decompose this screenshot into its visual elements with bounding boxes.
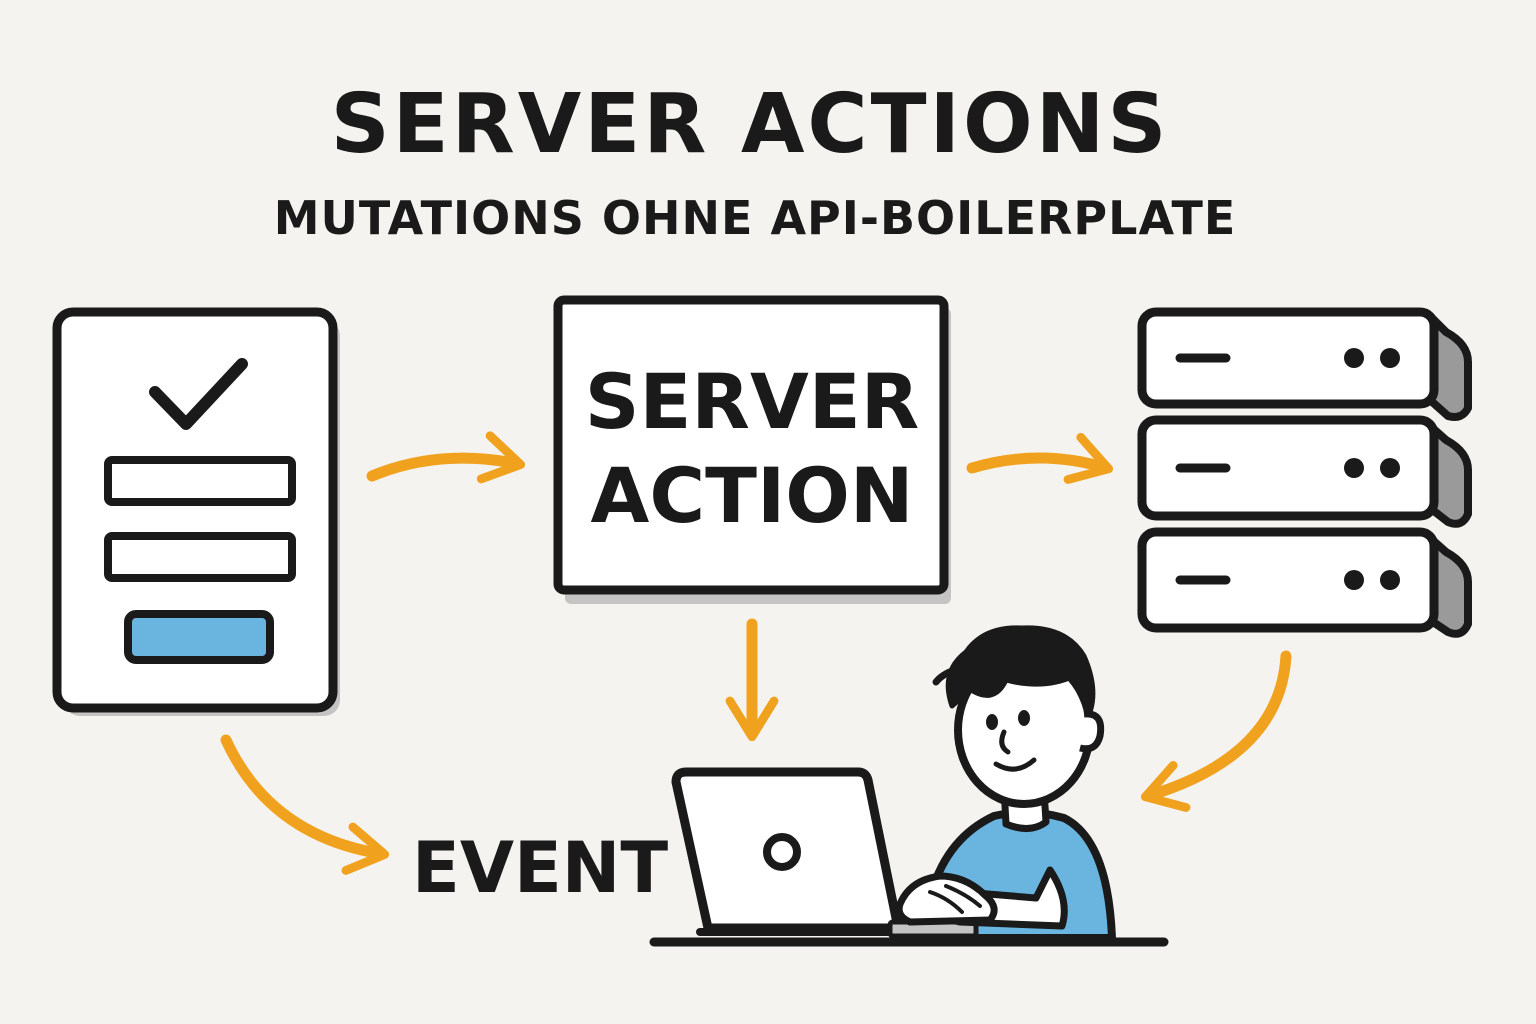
server-action-box: SERVER ACTION — [553, 295, 951, 604]
server-rack-icon — [1137, 307, 1472, 638]
form-input-field — [104, 532, 296, 582]
form-submit-button — [124, 610, 274, 664]
arrow-form-to-action — [366, 431, 526, 484]
server-unit — [1137, 307, 1472, 421]
server-unit — [1137, 415, 1472, 528]
laptop-logo — [763, 833, 801, 871]
server-action-label-line2: ACTION — [591, 451, 914, 540]
event-label: EVENT — [412, 827, 668, 909]
developer-with-laptop-icon — [649, 625, 1169, 947]
arrow-server-to-developer — [1140, 650, 1292, 812]
diagram-title: SERVER ACTIONS — [331, 77, 1170, 172]
server-unit — [1137, 527, 1472, 638]
form-input-field — [104, 456, 296, 506]
diagram-subtitle: MUTATIONS OHNE API-BOILERPLATE — [274, 191, 1237, 245]
arrow-action-to-server — [966, 432, 1114, 484]
form-card — [52, 307, 340, 716]
arrow-form-to-event — [220, 734, 390, 875]
person-hair — [945, 625, 1096, 715]
checkmark-icon — [149, 358, 248, 430]
server-action-label-line1: SERVER — [585, 357, 919, 446]
